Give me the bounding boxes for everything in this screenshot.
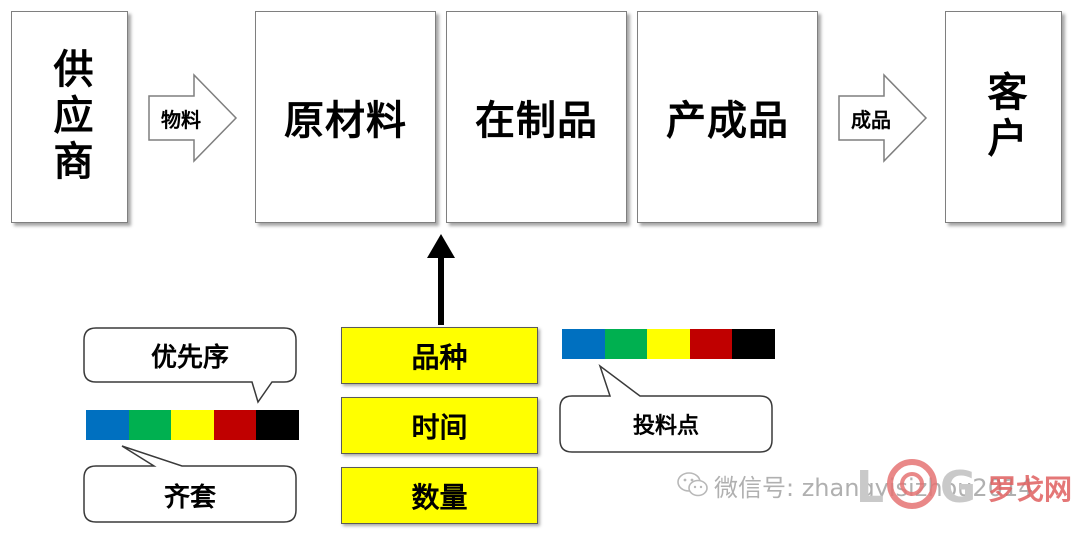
stage-wip: 在制品 [446,11,627,223]
material-arrow-icon [148,73,238,163]
stage-customer-label: 客户 [980,71,1027,163]
stage-wip-label: 在制品 [475,98,598,144]
kitting-callout-text: 齐套 [163,482,216,513]
attribute-time: 时间 [341,397,538,454]
brand-watermark: 罗戈网 [988,473,1073,506]
attribute-variety: 品种 [341,327,538,384]
strip-green-swatch [604,329,648,359]
attribute-quantity: 数量 [341,467,538,524]
attribute-time-label: 时间 [411,410,468,444]
strip-red-swatch [213,410,257,440]
kitting-color-strip [86,410,299,440]
stage-customer: 客户 [945,11,1062,223]
attribute-quantity-label: 数量 [411,480,468,514]
stage-raw-material: 原材料 [255,11,436,223]
finished-goods-arrow-icon [838,73,928,163]
stage-finished: 产成品 [637,11,818,223]
strip-yellow-swatch [171,410,214,440]
material-arrow-label: 物料 [161,107,201,132]
strip-blue-swatch [86,410,129,440]
finished-goods-arrow-label: 成品 [851,107,891,132]
stage-raw-material-label: 原材料 [284,98,407,144]
strip-yellow-swatch [647,329,690,359]
stage-supplier: 供应商 [11,11,128,223]
priority-callout-bubble [83,327,297,404]
feed-point-callout-bubble [559,363,773,453]
stage-finished-label: 产成品 [666,98,789,144]
priority-callout-text: 优先序 [150,342,229,373]
kitting-callout-bubble [83,445,297,523]
feed-point-color-strip [562,329,775,359]
attribute-variety-label: 品种 [411,340,468,374]
wechat-id-watermark: 微信号: zhangyisizhou2014 [714,474,1034,502]
svg-text:L: L [856,462,884,513]
wechat-icon [677,472,708,497]
strip-black-swatch [256,410,299,440]
feed-point-callout-text: 投料点 [632,414,699,439]
strip-blue-swatch [562,329,605,359]
strip-green-swatch [128,410,172,440]
strip-black-swatch [732,329,775,359]
svg-text:G: G [940,462,976,513]
log-logo-icon: L G [856,459,976,513]
strip-red-swatch [689,329,733,359]
stage-supplier-label: 供应商 [46,48,93,186]
up-arrow-icon [427,234,455,325]
